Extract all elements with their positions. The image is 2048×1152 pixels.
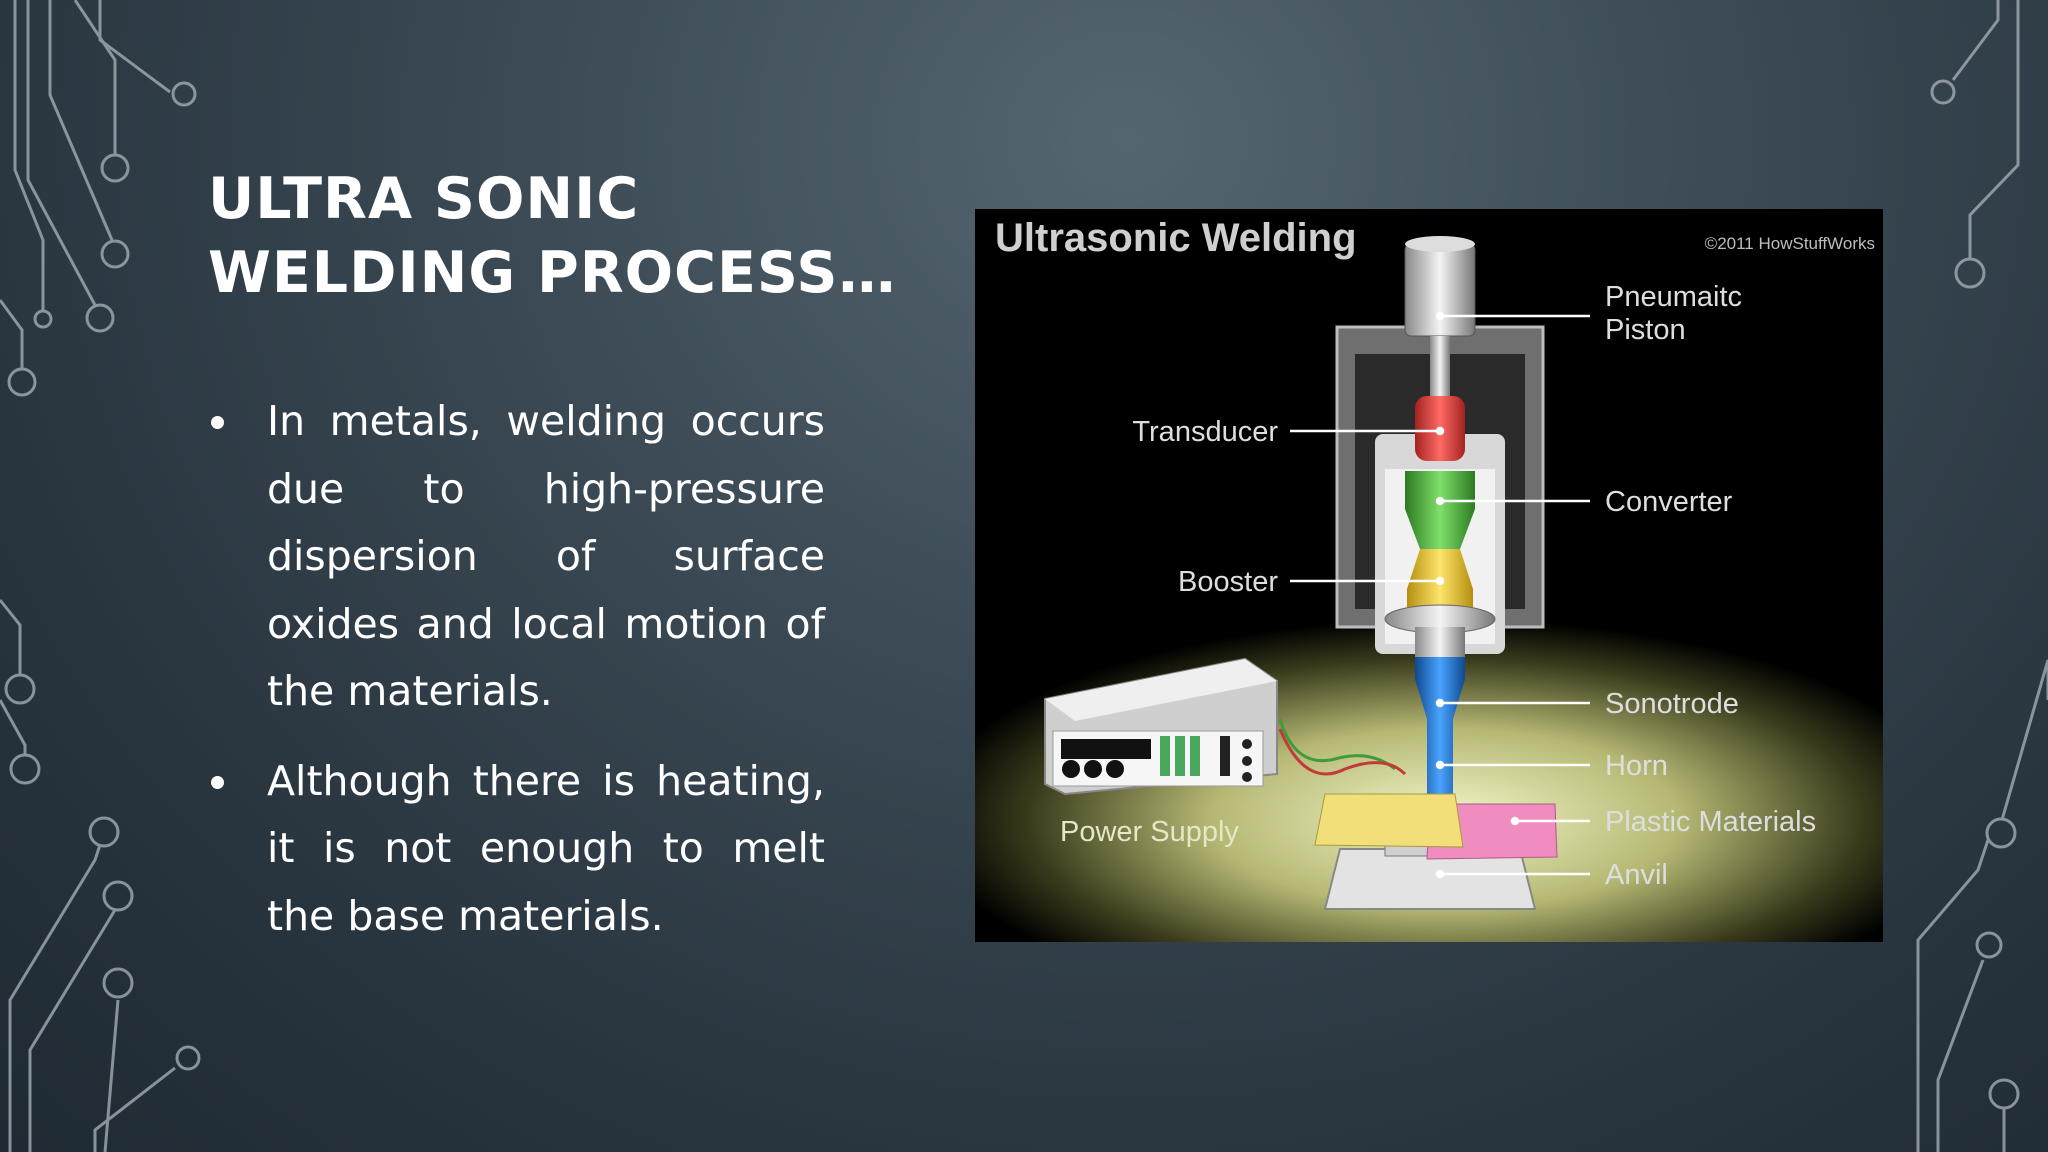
- bullet-text: Although there is heating, it is not eno…: [267, 756, 825, 940]
- label-anvil: Anvil: [1605, 859, 1668, 891]
- leader-lines: [1290, 311, 1590, 879]
- plastic-material-yellow: [1314, 793, 1464, 848]
- circuit-decoration-left: [0, 0, 201, 1152]
- label-booster: Booster: [1178, 566, 1278, 598]
- label-plastic-materials: Plastic Materials: [1605, 806, 1816, 838]
- bullet-list: In metals, welding occurs due to high-pr…: [205, 388, 825, 972]
- bullet-item: Although there is heating, it is not eno…: [205, 748, 825, 951]
- converter-part: [1405, 471, 1475, 549]
- bullet-text: In metals, welding occurs due to high-pr…: [267, 397, 825, 715]
- label-sonotrode: Sonotrode: [1605, 688, 1739, 720]
- diagram-copyright: ©2011 HowStuffWorks: [1705, 234, 1875, 253]
- label-power-supply: Power Supply: [1060, 816, 1239, 848]
- ultrasonic-welding-diagram: Ultrasonic Welding ©2011 HowStuffWorks P…: [975, 209, 1883, 942]
- power-supply-unit: [1044, 657, 1407, 796]
- diagram-heading: Ultrasonic Welding: [995, 216, 1357, 260]
- slide-title: ULTRA SONIC WELDING PROCESS…: [208, 166, 897, 307]
- bullet-dot-icon: [211, 416, 224, 429]
- bullet-dot-icon: [211, 775, 224, 789]
- circuit-decoration-right: [1916, 0, 2048, 1152]
- horn-part: [1415, 657, 1465, 804]
- label-piston-line2: Piston: [1605, 314, 1686, 346]
- label-piston-line1: Pneumaitc: [1605, 281, 1742, 313]
- label-converter: Converter: [1605, 486, 1733, 518]
- pneumatic-piston: [1404, 236, 1476, 396]
- bullet-item: In metals, welding occurs due to high-pr…: [205, 388, 825, 726]
- label-horn: Horn: [1605, 750, 1668, 782]
- label-transducer: Transducer: [1132, 416, 1278, 448]
